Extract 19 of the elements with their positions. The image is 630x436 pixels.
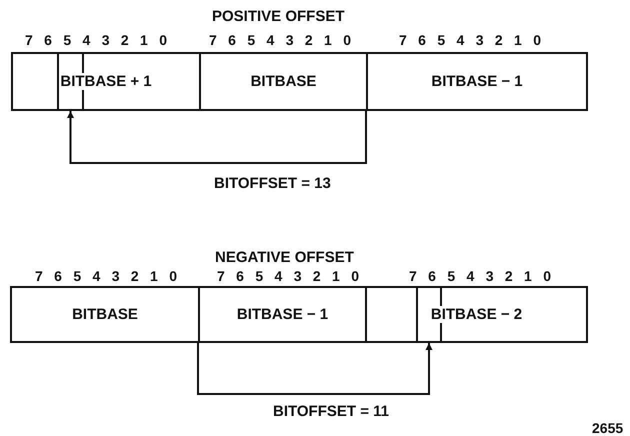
byte-box (366, 52, 588, 111)
byte-box (10, 286, 200, 343)
bit-numbers: 7 6 5 4 3 2 1 0 (409, 268, 552, 284)
bit-numbers: 7 6 5 4 3 2 1 0 (25, 32, 168, 48)
section-heading: POSITIVE OFFSET (212, 8, 345, 25)
bit-numbers: 7 6 5 4 3 2 1 0 (217, 268, 360, 284)
byte-box (365, 286, 588, 343)
offset-arrow (197, 343, 432, 395)
byte-box (198, 286, 367, 343)
offset-arrow (67, 111, 367, 164)
byte-box (11, 52, 201, 111)
byte-label: BITBASE + 1 (59, 73, 153, 90)
bit-numbers: 7 6 5 4 3 2 1 0 (35, 268, 178, 284)
section-heading: NEGATIVE OFFSET (215, 249, 354, 266)
bit-numbers: 7 6 5 4 3 2 1 0 (209, 32, 352, 48)
figure-number: 2655 (592, 420, 624, 436)
byte-label: BITBASE − 2 (430, 306, 524, 323)
bit-numbers: 7 6 5 4 3 2 1 0 (399, 32, 542, 48)
byte-box (199, 52, 368, 111)
